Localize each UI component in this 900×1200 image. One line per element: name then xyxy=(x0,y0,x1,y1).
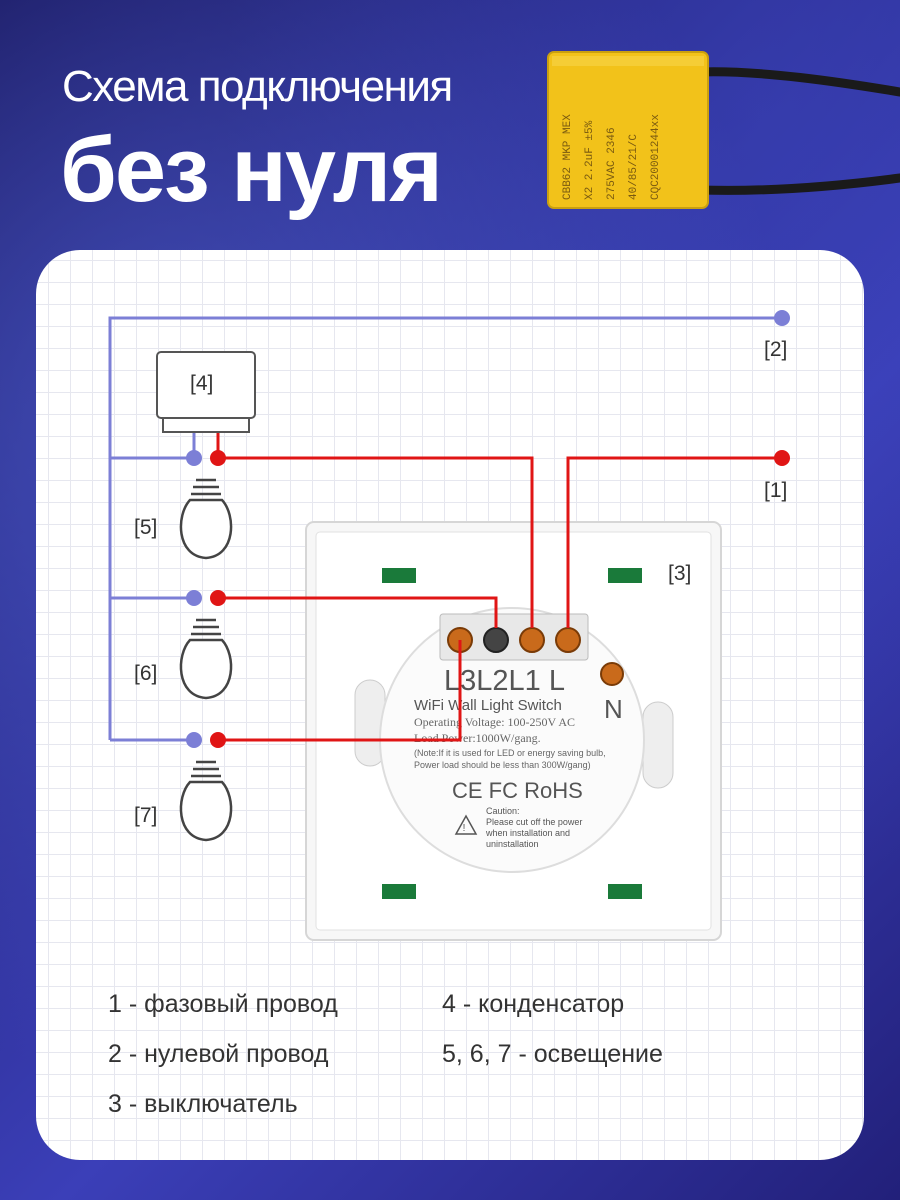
label-phase: [1] xyxy=(764,479,787,502)
phase-wiring xyxy=(216,420,782,742)
legend-item-1: 1 - фазовый провод xyxy=(108,990,338,1018)
lamp-5-icon xyxy=(179,478,233,560)
lamp-7-icon xyxy=(179,760,233,842)
capacitor-image: CBB62 MKP MEX X2 2.2uF ±5% 275VAC 2346 4… xyxy=(547,51,900,209)
label-lamp-5: [5] xyxy=(134,516,157,539)
certification-marks: CE FC RoHS xyxy=(452,778,583,803)
caution-line-2: when installation and xyxy=(485,828,570,838)
svg-text:!: ! xyxy=(463,823,466,834)
caution-line-3: uninstallation xyxy=(486,839,539,849)
label-capacitor: [4] xyxy=(190,372,213,395)
note-line-2: Power load should be less than 300W/gang… xyxy=(414,760,591,770)
legend-item-3: 3 - выключатель xyxy=(108,1090,298,1118)
neutral-terminal-label: N xyxy=(604,694,623,724)
legend-item-2: 2 - нулевой провод xyxy=(108,1040,329,1068)
page-title-line-1: Схема подключения xyxy=(62,62,453,111)
capacitor-marking-3: 275VAC 2346 xyxy=(606,127,618,200)
neutral-wiring xyxy=(108,316,782,742)
lamp-5-neutral-dot xyxy=(186,450,202,466)
capacitor-marking-5: CQC20001244xx xyxy=(650,114,662,200)
label-switch: [3] xyxy=(668,562,691,585)
caution-title: Caution: xyxy=(486,806,520,816)
clip-bottom-left xyxy=(382,884,416,899)
note-line-1: (Note:If it is used for LED or energy sa… xyxy=(414,748,606,758)
warning-icon xyxy=(454,814,478,835)
lamp-6-neutral-dot xyxy=(186,590,202,606)
capacitor-symbol xyxy=(156,351,256,433)
clip-bottom-right xyxy=(608,884,642,899)
terminal-l xyxy=(555,627,581,653)
operating-voltage: Operating Voltage: 100-250V AC xyxy=(414,715,575,729)
lamp-6-icon xyxy=(179,618,233,700)
lamp-7-phase-dot xyxy=(210,732,226,748)
lamp-6-phase-dot xyxy=(210,590,226,606)
clip-top-left xyxy=(382,568,416,583)
capacitor-marking-4: 40/85/21/C xyxy=(628,134,640,200)
terminal-block xyxy=(439,613,589,661)
capacitor-marking-1: CBB62 MKP MEX xyxy=(562,114,574,200)
terminal-n xyxy=(600,662,624,686)
neutral-terminal-dot xyxy=(774,310,790,326)
capacitor-marking-2: X2 2.2uF ±5% xyxy=(584,120,596,200)
lamp-5-phase-dot xyxy=(210,450,226,466)
caution-line-1: Please cut off the power xyxy=(486,817,582,827)
terminal-l2 xyxy=(483,627,509,653)
legend-item-4: 4 - конденсатор xyxy=(442,990,625,1018)
lamp-7-neutral-dot xyxy=(186,732,202,748)
legend-item-5: 5, 6, 7 - освещение xyxy=(442,1040,663,1068)
terminal-l1 xyxy=(519,627,545,653)
label-neutral: [2] xyxy=(764,338,787,361)
label-lamp-6: [6] xyxy=(134,662,157,685)
phase-terminal-dot xyxy=(774,450,790,466)
switch-body: L3L2L1 L N WiFi Wall Light Switch Operat… xyxy=(305,521,722,941)
clip-top-right xyxy=(608,568,642,583)
product-name: WiFi Wall Light Switch xyxy=(414,697,562,714)
page-title-line-2: без нуля xyxy=(60,119,443,221)
screw-slot-right xyxy=(642,701,674,789)
load-power: Load Power:1000W/gang. xyxy=(414,731,541,745)
terminal-labels: L3L2L1 L xyxy=(444,665,565,697)
label-lamp-7: [7] xyxy=(134,804,157,827)
